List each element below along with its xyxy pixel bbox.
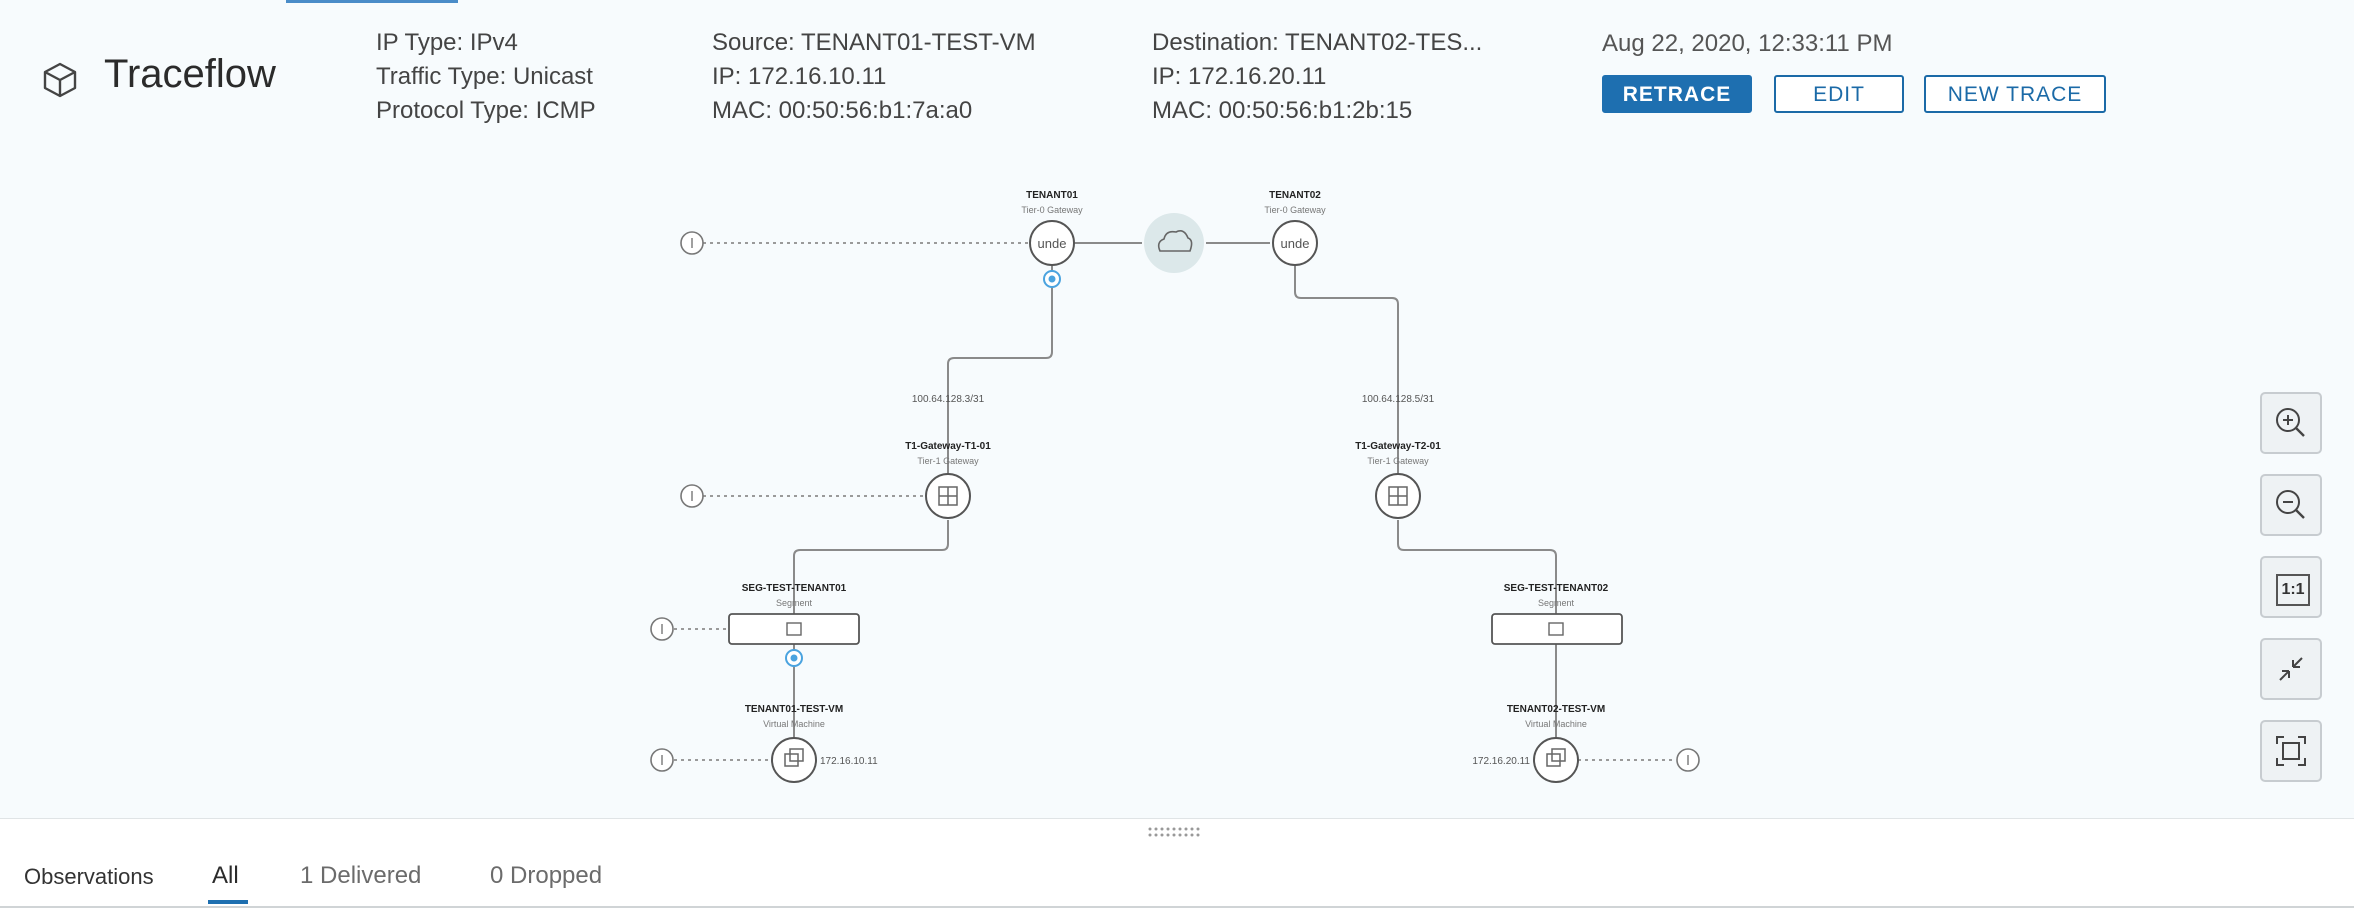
vm-01-type: Virtual Machine [763, 719, 825, 729]
tenant02-node[interactable] [1272, 220, 1318, 266]
destination-name: Destination: TENANT02-TES... [1152, 29, 1483, 56]
t1-01-uplink-ip: 100.64.128.3/31 [912, 394, 985, 405]
resize-grip-icon[interactable] [1146, 826, 1206, 838]
tenant01-type: Tier-0 Gateway [1021, 205, 1083, 215]
topology-canvas[interactable]: TENANT01 Tier-0 Gateway unde TENANT02 Ti… [0, 0, 2354, 818]
tenant01-node[interactable] [1029, 220, 1075, 266]
tenant01-label: TENANT01 [1026, 190, 1078, 201]
edit-button[interactable]: EDIT [1774, 75, 1904, 113]
vm-02-type: Virtual Machine [1525, 719, 1587, 729]
switch-icon [786, 622, 802, 636]
cloud-icon [1157, 230, 1193, 252]
traffic-type: Traffic Type: Unicast [376, 63, 593, 90]
observations-label: Observations [24, 864, 154, 889]
trace-timestamp: Aug 22, 2020, 12:33:11 PM [1602, 30, 1893, 57]
zoom-1-1-button[interactable]: 1:1 [2260, 556, 2322, 618]
topology-links [793, 242, 1557, 738]
t1-gateway-01-type: Tier-1 Gateway [917, 456, 979, 466]
fit-screen-button[interactable] [2260, 720, 2322, 782]
tab-dropped[interactable]: 0 Dropped [490, 862, 603, 889]
segment-02-node[interactable] [1491, 613, 1623, 645]
divider [0, 906, 2354, 908]
vm-icon [1546, 748, 1566, 767]
zoom-in-button[interactable] [2260, 392, 2322, 454]
zoom-out-icon [2276, 490, 2305, 519]
vm-02-ip: 172.16.20.11 [1472, 756, 1530, 767]
tenant01-icon-text: unde [1038, 236, 1067, 251]
vm-01-node[interactable] [771, 737, 817, 783]
cube-icon [43, 62, 77, 98]
retrace-button[interactable]: RETRACE [1602, 75, 1752, 113]
vm-01-label: TENANT01-TEST-VM [745, 704, 843, 715]
segment-01-label: SEG-TEST-TENANT01 [742, 583, 847, 594]
page-title: Traceflow [104, 52, 276, 96]
zoom-in-icon [2276, 408, 2305, 437]
observations-panel [0, 818, 2354, 911]
vm-02-node[interactable] [1533, 737, 1579, 783]
zoom-out-button[interactable] [2260, 474, 2322, 536]
tenant02-label: TENANT02 [1269, 190, 1321, 201]
vm-01-ip: 172.16.10.11 [820, 756, 878, 767]
t1-gateway-02-type: Tier-1 Gateway [1367, 456, 1429, 466]
segment-02-label: SEG-TEST-TENANT02 [1504, 583, 1609, 594]
active-nav-indicator [286, 0, 458, 3]
trace-destination-info: Destination: TENANT02-TES... IP: 172.16.… [1152, 26, 1522, 128]
t1-02-uplink-ip: 100.64.128.5/31 [1362, 394, 1435, 405]
endpoint-pins [650, 231, 1700, 772]
topology-dotted-links [674, 242, 1676, 761]
source-name: Source: TENANT01-TEST-VM [712, 29, 1036, 56]
destination-ip: IP: 172.16.20.11 [1152, 63, 1327, 90]
tab-delivered[interactable]: 1 Delivered [300, 862, 422, 889]
cloud-node[interactable] [1144, 213, 1204, 273]
t1-gateway-01-label: T1-Gateway-T1-01 [905, 441, 991, 452]
segment-01-type: Segment [776, 598, 813, 608]
vm-icon [784, 748, 804, 767]
destination-mac: MAC: 00:50:56:b1:2b:15 [1152, 97, 1413, 124]
tenant02-type: Tier-0 Gateway [1264, 205, 1326, 215]
ip-type: IP Type: IPv4 [376, 29, 518, 56]
protocol-type: Protocol Type: ICMP [376, 97, 596, 124]
fit-1-1-label: 1:1 [2276, 574, 2310, 606]
active-tab-indicator [208, 900, 248, 904]
source-ip: IP: 172.16.10.11 [712, 63, 887, 90]
switch-icon [1548, 622, 1564, 636]
segment-02-type: Segment [1538, 598, 1575, 608]
router-icon [938, 486, 958, 506]
fit-screen-icon [2276, 736, 2306, 766]
trace-protocol-info: IP Type: IPv4 Traffic Type: Unicast Prot… [376, 26, 596, 128]
collapse-icon [2279, 657, 2303, 681]
router-icon [1388, 486, 1408, 506]
collapse-button[interactable] [2260, 638, 2322, 700]
tab-all[interactable]: All [212, 862, 239, 889]
source-mac: MAC: 00:50:56:b1:7a:a0 [712, 97, 973, 124]
t1-gateway-02-label: T1-Gateway-T2-01 [1355, 441, 1441, 452]
vm-02-label: TENANT02-TEST-VM [1507, 704, 1605, 715]
tenant02-icon-text: unde [1281, 236, 1310, 251]
trace-source-info: Source: TENANT01-TEST-VM IP: 172.16.10.1… [712, 26, 1036, 128]
segment-01-node[interactable] [728, 613, 860, 645]
new-trace-button[interactable]: NEW TRACE [1924, 75, 2106, 113]
